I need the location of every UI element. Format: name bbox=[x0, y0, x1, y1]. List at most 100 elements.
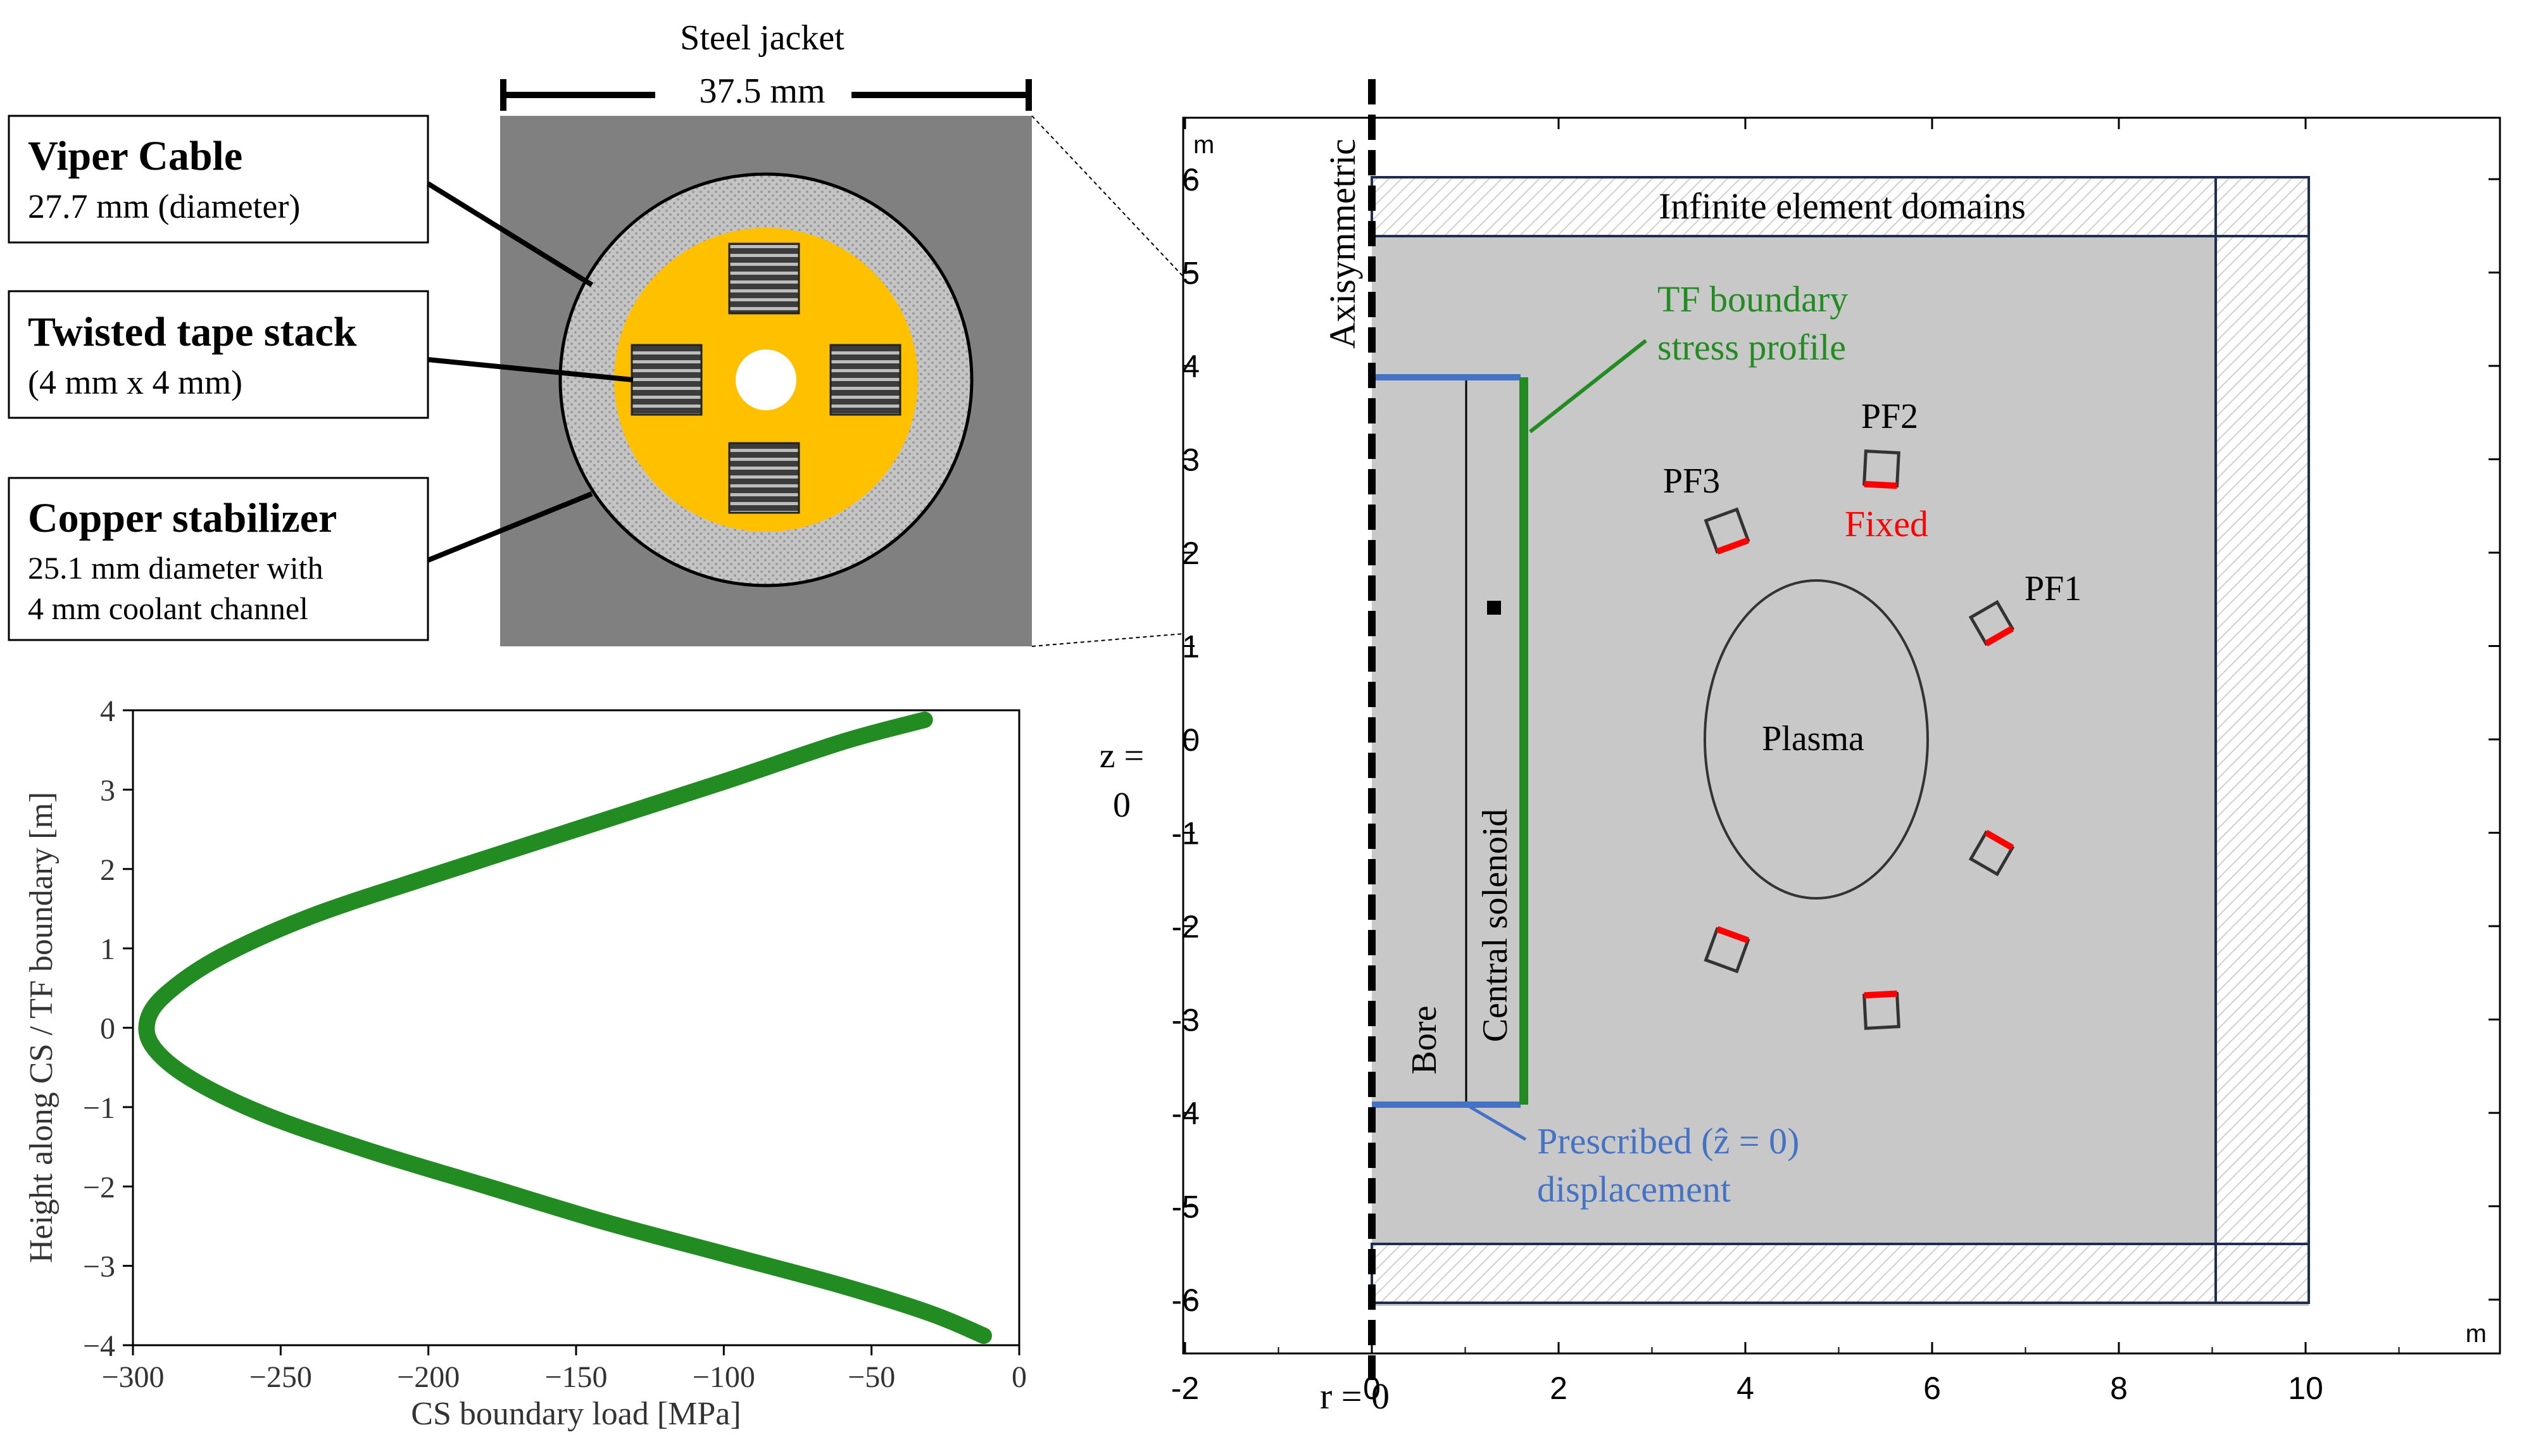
prescribed-leader-line bbox=[1465, 1103, 1527, 1141]
chart-y-ticks: 4 3 2 1 0 −1 −2 −3 −4 bbox=[83, 694, 133, 1363]
central-solenoid-label: Central solenoid bbox=[1476, 809, 1515, 1043]
x-tick-label: 0 bbox=[1012, 1360, 1027, 1394]
geometry-x-ticks: -2 0 2 4 6 8 10 bbox=[1171, 118, 2400, 1406]
geo-y-tick-label: 0 bbox=[1182, 722, 1200, 758]
leader-line bbox=[426, 181, 594, 287]
callout-copper-stabilizer: Copper stabilizer 25.1 mm diameter with … bbox=[8, 477, 429, 641]
y-tick-label: −1 bbox=[83, 1091, 115, 1125]
geo-x-tick-label: 4 bbox=[1736, 1371, 1754, 1406]
geo-y-tick-label: 1 bbox=[1182, 629, 1200, 665]
geo-y-tick-label: 2 bbox=[1182, 536, 1200, 571]
load-profile-series-line bbox=[138, 712, 992, 1344]
x-tick-label: −150 bbox=[544, 1360, 607, 1394]
chart-x-axis-label: CS boundary load [MPa] bbox=[411, 1396, 741, 1432]
leader-line bbox=[427, 491, 593, 563]
tape-stack-right bbox=[829, 344, 901, 416]
callout-title: Viper Cable bbox=[28, 133, 242, 179]
pf-coil-pf2-lower bbox=[1862, 990, 1900, 1030]
x-tick-label: −250 bbox=[249, 1360, 312, 1394]
geo-x-tick-label: 8 bbox=[2110, 1371, 2128, 1406]
callout-title: Copper stabilizer bbox=[28, 495, 337, 541]
chart-x-ticks: −300 −250 −200 −150 −100 −50 0 bbox=[101, 1345, 1027, 1394]
y-tick-label: 1 bbox=[100, 932, 115, 966]
geo-y-tick-label: 5 bbox=[1182, 256, 1200, 291]
fixed-label: Fixed bbox=[1845, 503, 1928, 544]
infinite-element-bottom bbox=[1371, 1243, 2310, 1304]
geo-x-tick-label: -2 bbox=[1171, 1371, 1199, 1406]
tape-stack-left bbox=[631, 344, 703, 416]
pf-coil-pf3-lower bbox=[1704, 926, 1750, 974]
geo-x-tick-label: 2 bbox=[1550, 1371, 1567, 1406]
geo-x-tick-label: 10 bbox=[2288, 1371, 2323, 1406]
callout-twisted-tape: Twisted tape stack (4 mm x 4 mm) bbox=[8, 290, 429, 419]
tf-leader-line bbox=[1529, 339, 1647, 434]
chart-axes-frame bbox=[132, 709, 1020, 1346]
infinite-element-corner-top bbox=[2214, 176, 2310, 237]
y-tick-label: 2 bbox=[100, 853, 115, 887]
pf-coil-pf1-upper bbox=[1968, 599, 2015, 647]
pf1-label: PF1 bbox=[2025, 569, 2081, 608]
y-tick-label: 3 bbox=[100, 774, 115, 807]
geo-y-tick-label: -3 bbox=[1172, 1003, 1200, 1038]
axisymmetric-label: Axisymmetric bbox=[1322, 139, 1363, 349]
x-tick-label: −50 bbox=[848, 1360, 895, 1394]
prescribed-label-line1: Prescribed (ẑ = 0) bbox=[1537, 1120, 1799, 1162]
pf-coil-pf3-upper bbox=[1704, 507, 1750, 555]
leader-line bbox=[427, 357, 634, 382]
callout-text: 4 mm coolant channel bbox=[28, 591, 308, 626]
pf3-label: PF3 bbox=[1663, 461, 1720, 501]
geo-y-tick-label: -5 bbox=[1172, 1189, 1200, 1225]
x-tick-label: −100 bbox=[693, 1360, 755, 1394]
z0-label: z = 0 bbox=[1100, 736, 1144, 825]
tape-stack-bottom bbox=[728, 442, 800, 514]
geo-y-tick-label: -6 bbox=[1172, 1283, 1200, 1318]
geo-y-tick-label: 6 bbox=[1182, 162, 1200, 198]
tape-stack-top bbox=[728, 242, 800, 315]
r0-label: r = 0 bbox=[1320, 1376, 1390, 1417]
coolant-channel bbox=[736, 349, 796, 410]
load-profile-chart: −300 −250 −200 −150 −100 −50 0 4 3 2 1 0 −1 −2 −3 −4 C… bbox=[23, 694, 1027, 1432]
cable-location-marker bbox=[1487, 601, 1501, 615]
plasma-label: Plasma bbox=[1762, 719, 1864, 758]
z0-label-line1: z = bbox=[1100, 736, 1144, 775]
infinite-element-right bbox=[2214, 235, 2310, 1245]
unit-label-bottom: m bbox=[2466, 1320, 2487, 1348]
z0-label-line2: 0 bbox=[1113, 786, 1131, 825]
steel-jacket-title: Steel jacket bbox=[680, 18, 844, 58]
chart-y-axis-label: Height along CS / TF boundary [m] bbox=[23, 792, 60, 1263]
unit-label-top: m bbox=[1193, 131, 1214, 159]
x-tick-label: −300 bbox=[101, 1360, 164, 1394]
callout-title: Twisted tape stack bbox=[28, 309, 357, 355]
plasma-boundary bbox=[1704, 579, 1929, 900]
prescribed-label-line2: displacement bbox=[1537, 1169, 1731, 1210]
geo-y-tick-label: 4 bbox=[1182, 349, 1200, 384]
pf-coil-pf2-upper bbox=[1862, 449, 1900, 489]
y-tick-label: −2 bbox=[83, 1170, 115, 1204]
y-tick-label: −3 bbox=[83, 1250, 115, 1284]
y-tick-label: 0 bbox=[100, 1012, 115, 1046]
geo-y-tick-label: 3 bbox=[1182, 442, 1200, 478]
cable-cross-section: Steel jacket 37.5 mm Viper Cable 27.7 mm… bbox=[8, 18, 1496, 647]
infinite-element-top bbox=[1371, 176, 2310, 237]
callout-text: 27.7 mm (diameter) bbox=[28, 187, 300, 225]
geo-y-tick-label: -1 bbox=[1172, 816, 1200, 851]
callout-text: 25.1 mm diameter with bbox=[28, 550, 323, 586]
bore-label: Bore bbox=[1405, 1006, 1444, 1075]
geo-y-tick-label: -2 bbox=[1172, 909, 1200, 945]
jacket-dimension-line bbox=[500, 79, 1032, 111]
infinite-element-label: Infinite element domains bbox=[1659, 185, 2026, 227]
y-tick-label: 4 bbox=[100, 694, 115, 728]
y-tick-label: −4 bbox=[83, 1329, 115, 1363]
callout-viper-cable: Viper Cable 27.7 mm (diameter) bbox=[8, 115, 429, 244]
geo-x-tick-label: 6 bbox=[1923, 1371, 1941, 1406]
jacket-width-label: 37.5 mm bbox=[699, 72, 825, 111]
tf-label-line1: TF boundary bbox=[1657, 279, 1848, 320]
callout-text: (4 mm x 4 mm) bbox=[28, 363, 242, 401]
pf2-label: PF2 bbox=[1861, 397, 1918, 436]
tf-label-line2: stress profile bbox=[1657, 327, 1846, 368]
pf-coil-pf1-lower bbox=[1968, 829, 2015, 877]
x-tick-label: −200 bbox=[397, 1360, 460, 1394]
